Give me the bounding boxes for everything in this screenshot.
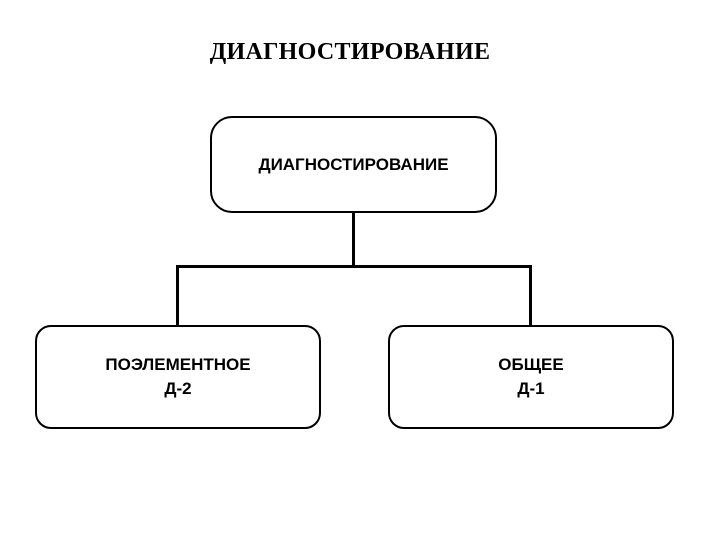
- connector-root-stem: [352, 212, 355, 268]
- node-child-obshchee-code: Д-1: [517, 379, 545, 398]
- connector-drop-left: [176, 265, 179, 326]
- node-root-label: ДИАГНОСТИРОВАНИЕ: [258, 154, 449, 174]
- node-child-poelementnoe[interactable]: ПОЭЛЕМЕНТНОЕ Д-2: [35, 325, 321, 429]
- node-root-diagnostirovanie[interactable]: ДИАГНОСТИРОВАНИЕ: [210, 116, 497, 213]
- node-child-poelementnoe-label: ПОЭЛЕМЕНТНОЕ: [105, 355, 251, 374]
- node-child-obshchee[interactable]: ОБЩЕЕ Д-1: [388, 325, 674, 429]
- connector-horizontal-bus: [176, 265, 532, 268]
- page-title: ДИАГНОСТИРОВАНИЕ: [209, 39, 491, 65]
- connector-drop-right: [529, 265, 532, 326]
- node-child-obshchee-label: ОБЩЕЕ: [498, 355, 564, 374]
- node-child-poelementnoe-code: Д-2: [164, 379, 192, 398]
